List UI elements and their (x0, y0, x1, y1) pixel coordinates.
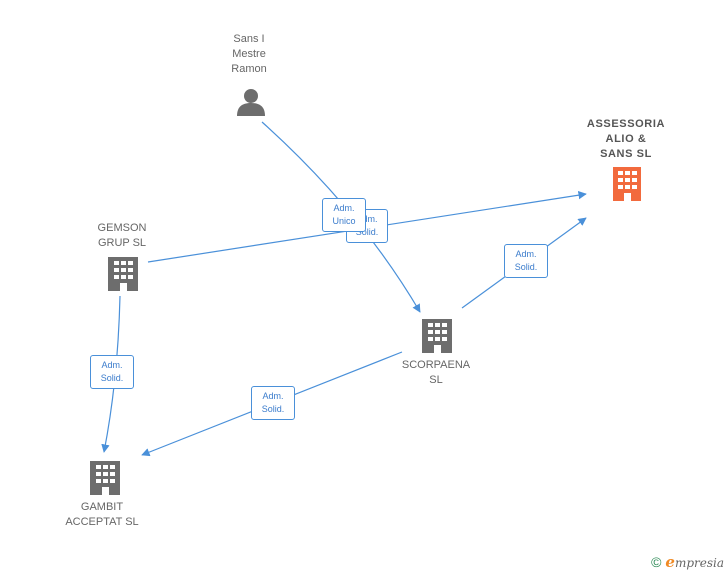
copyright-icon: © (651, 554, 662, 570)
brand-logo[interactable]: empresia (665, 553, 724, 571)
node-label-assessoria-alio-sans[interactable]: ASSESSORIA ALIO & SANS SL (586, 118, 666, 160)
edge-label-gemson-to-gambit[interactable]: Adm. Solid. (90, 355, 134, 389)
building-icon[interactable] (90, 461, 120, 495)
brand-initial: e (665, 553, 675, 571)
building-icon[interactable] (108, 257, 138, 291)
edge-label-scorpaena-to-assessoria[interactable]: Adm. Solid. (504, 244, 548, 278)
building-icon[interactable] (422, 319, 452, 353)
node-label-scorpaena[interactable]: SCORPAENA SL (401, 359, 471, 386)
node-label-gambit-acceptat[interactable]: GAMBIT ACCEPTAT SL (65, 501, 139, 528)
person-icon[interactable] (237, 89, 265, 116)
edge-label-ramon-to-scorpaena[interactable]: Adm. Unico (322, 198, 366, 232)
node-label-sans-i-mestre-ramon[interactable]: Sans I Mestre Ramon (231, 33, 267, 75)
building-icon[interactable] (613, 167, 641, 201)
brand-name: mpresia (674, 556, 724, 570)
node-label-gemson-grup[interactable]: GEMSON GRUP SL (97, 222, 147, 249)
edge-label-scorpaena-to-gambit[interactable]: Adm. Solid. (251, 386, 295, 420)
footer-brand: © empresia (651, 553, 724, 571)
